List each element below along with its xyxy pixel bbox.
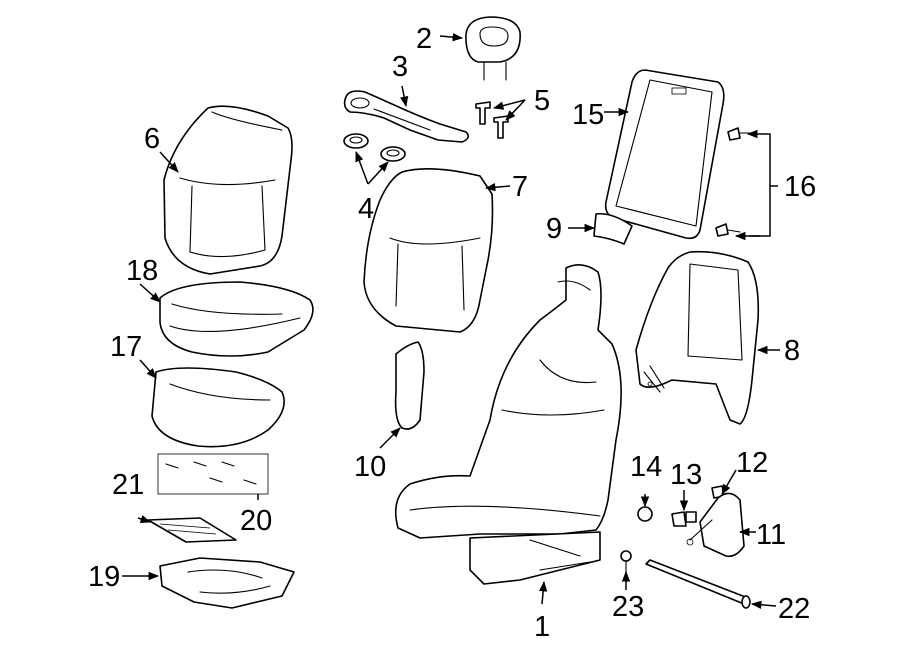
callout-3: 3 [392,51,408,83]
part-headrest [465,16,521,81]
callout-14: 14 [630,451,662,483]
callout-20: 20 [240,505,272,537]
part-cushion-pad [151,367,285,448]
callout-1: 1 [534,611,550,643]
part-back-panel [604,69,725,240]
callout-11: 11 [756,519,786,551]
callout-23: 23 [612,591,644,623]
callout-9: 9 [546,213,562,245]
callout-4: 4 [358,193,374,225]
part-grommets [343,133,406,162]
part-seat-assembly [394,264,622,585]
callout-22: 22 [778,593,810,625]
callout-16: 16 [784,171,816,203]
part-pins [475,101,509,139]
callout-8: 8 [784,335,800,367]
callout-21: 21 [112,469,144,501]
callout-7: 7 [512,171,528,203]
part-small-bolt [620,550,632,573]
callout-18: 18 [126,255,158,287]
callout-19: 19 [88,561,120,593]
part-cushion-pan [159,557,295,609]
part-seatback-cover [163,105,293,275]
part-clips [157,453,269,495]
part-trim-panel [394,341,425,430]
callout-10: 10 [354,451,386,483]
part-knob [637,506,653,522]
callout-13: 13 [670,459,702,491]
part-pad-strip [147,517,237,543]
callout-6: 6 [144,123,160,155]
callout-2: 2 [416,23,432,55]
part-cushion-cover [159,281,314,357]
part-headrest-bracket [343,90,470,143]
part-screw [671,511,697,527]
leader-lines [122,32,780,609]
callout-5: 5 [534,85,550,117]
part-seatback-pad [363,168,494,333]
part-rod [645,559,751,609]
part-side-cover [686,492,745,558]
callout-12: 12 [736,447,768,479]
part-seatback-frame [635,250,760,425]
part-strap [593,212,633,245]
part-bolts [715,127,753,237]
callout-15: 15 [572,99,604,131]
callout-17: 17 [110,331,142,363]
